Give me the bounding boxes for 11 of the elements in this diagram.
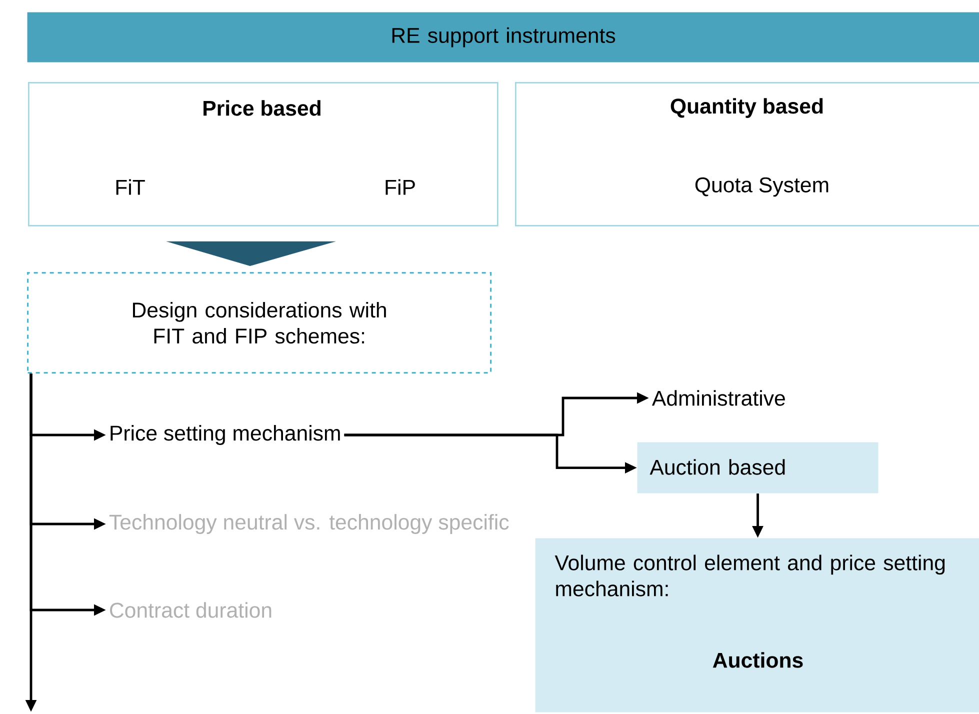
result-box: Volume control element and price setting mechanism: Auctions [535, 538, 979, 712]
item-text: Technology neutral vs. technology specific [109, 514, 509, 534]
option-box: Auction based [637, 442, 878, 494]
category-box: Quantity based Quota System [515, 82, 979, 226]
chevron-arrow [166, 241, 336, 266]
header-band: RE support instruments [27, 12, 979, 62]
item-text: Price setting mechanism [110, 425, 340, 445]
dashed-box: Design considerations with FIT and FIP schemes: [27, 272, 492, 374]
category-box: Price based FiT FiP [28, 82, 498, 226]
item-text: Contract duration [110, 602, 272, 618]
option-text: Administrative [652, 390, 785, 406]
